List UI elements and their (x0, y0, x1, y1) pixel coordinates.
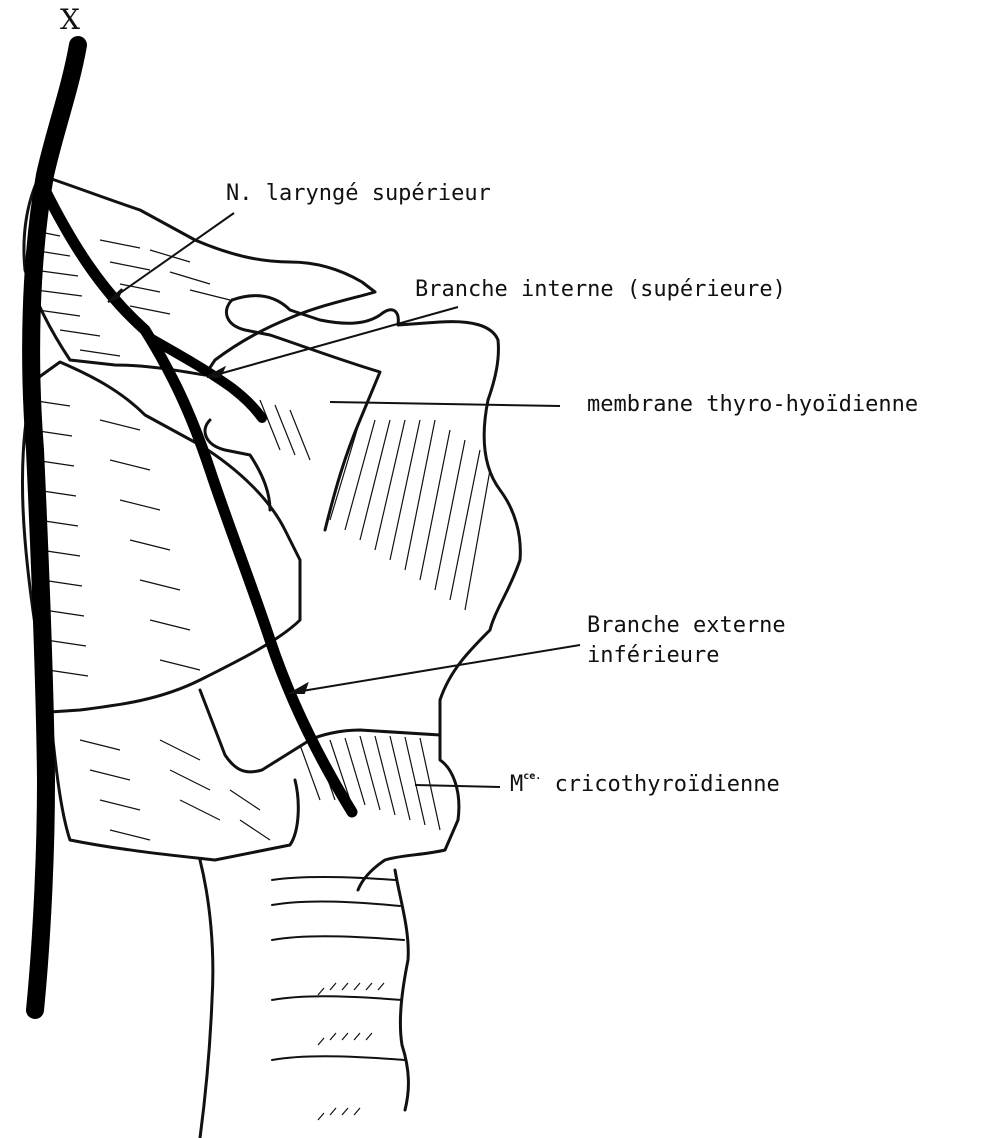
trachea-left (200, 860, 213, 1138)
leader-laryngeal-nerve (113, 213, 234, 298)
trachea-ring (272, 1056, 405, 1060)
muscle-prefix: M (510, 772, 523, 797)
vagus-nerve (31, 45, 78, 1010)
label-external-branch-2: inférieure (587, 643, 719, 669)
hyoid-outline (232, 296, 498, 400)
trachea-ring (272, 936, 404, 940)
trachea-ring (272, 877, 395, 880)
trachea-ring (272, 996, 402, 1000)
lower-mass-outline (50, 712, 298, 860)
superior-laryngeal-nerve (45, 190, 352, 812)
label-external-branch-1: Branche externe (587, 613, 786, 639)
thyroid-cartilage-outline (358, 400, 520, 890)
leader-external-branch (296, 645, 580, 692)
label-internal-branch: Branche interne (supérieure) (415, 277, 786, 303)
label-muscle: Mce. cricothyroïdienne (510, 772, 780, 802)
leader-muscle (415, 785, 500, 787)
label-laryngeal-nerve: N. laryngé supérieur (226, 181, 491, 207)
muscle-superscript: ce. (523, 771, 541, 782)
trachea-ring (272, 901, 400, 906)
leader-internal-branch (212, 307, 458, 376)
muscle-name: cricothyroïdienne (555, 772, 780, 797)
vagus-nerve-label: X (60, 6, 80, 34)
label-membrane: membrane thyro-hyoïdienne (587, 392, 918, 418)
vagus-label-text: X (60, 3, 80, 36)
